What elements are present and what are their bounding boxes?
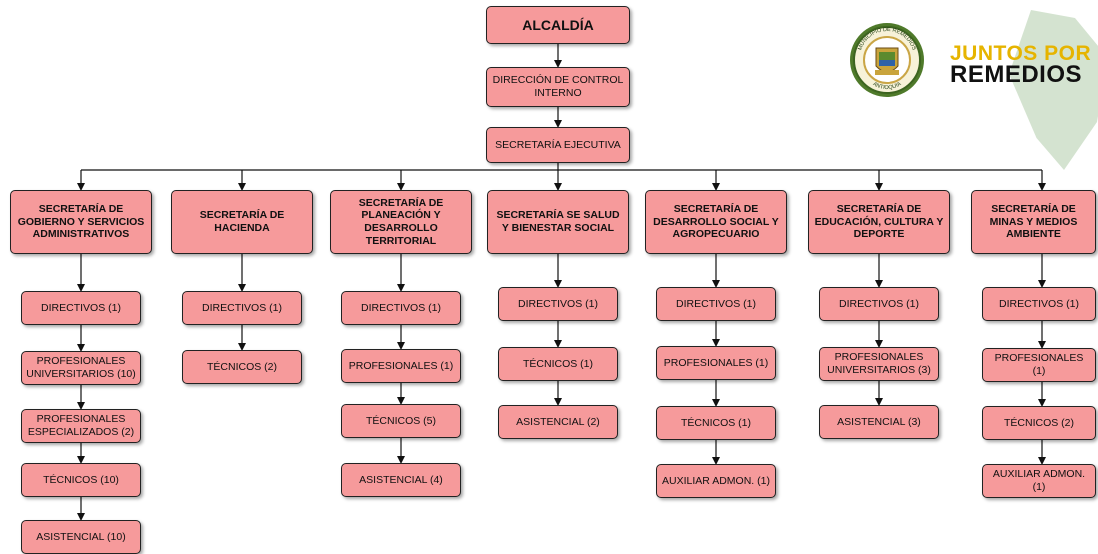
unit-box: PROFESIONALES (1) [341,349,461,383]
unit-box: AUXILIAR ADMON. (1) [982,464,1096,498]
unit-box: TÉCNICOS (10) [21,463,141,497]
seal-bottom-text: ANTIOQUIA [872,81,903,91]
unit-box: DIRECTIVOS (1) [819,287,939,321]
unit-box: TÉCNICOS (2) [182,350,302,384]
unit-box: DIRECTIVOS (1) [656,287,776,321]
unit-box: PROFESIONALES ESPECIALIZADOS (2) [21,409,141,443]
unit-box: DIRECTIVOS (1) [341,291,461,325]
municipal-seal-icon: MUNICIPIO DE REMEDIOS ANTIOQUIA [850,23,924,97]
secretaria-ejecutiva-box: SECRETARÍA EJECUTIVA [486,127,630,163]
svg-text:ANTIOQUIA: ANTIOQUIA [872,81,903,91]
unit-box: DIRECTIVOS (1) [982,287,1096,321]
unit-box: DIRECTIVOS (1) [21,291,141,325]
unit-box: DIRECTIVOS (1) [182,291,302,325]
secretaria-box: SECRETARÍA DE GOBIERNO Y SERVICIOS ADMIN… [10,190,152,254]
unit-box: DIRECTIVOS (1) [498,287,618,321]
unit-box: AUXILIAR ADMON. (1) [656,464,776,498]
secretaria-box: SECRETARÍA DE DESARROLLO SOCIAL Y AGROPE… [645,190,787,254]
unit-box: TÉCNICOS (5) [341,404,461,438]
unit-box: PROFESIONALES (1) [656,346,776,380]
unit-box: ASISTENCIAL (4) [341,463,461,497]
unit-box: PROFESIONALES UNIVERSITARIOS (3) [819,347,939,381]
brand-line-1: JUNTOS POR [950,42,1092,65]
unit-box: PROFESIONALES (1) [982,348,1096,382]
unit-box: TÉCNICOS (2) [982,406,1096,440]
unit-box: TÉCNICOS (1) [498,347,618,381]
control-interno-box: DIRECCIÓN DE CONTROL INTERNO [486,67,630,107]
unit-box: ASISTENCIAL (2) [498,405,618,439]
secretaria-box: SECRETARÍA DE HACIENDA [171,190,313,254]
logos: MUNICIPIO DE REMEDIOS ANTIOQUIA JUNTOS P… [848,10,1098,170]
alcaldia-box: ALCALDÍA [486,6,630,44]
unit-box: ASISTENCIAL (3) [819,405,939,439]
unit-box: PROFESIONALES UNIVERSITARIOS (10) [21,351,141,385]
secretaria-box: SECRETARÍA DE EDUCACIÓN, CULTURA Y DEPOR… [808,190,950,254]
brand-logo: JUNTOS POR REMEDIOS [950,42,1092,88]
secretaria-box: SECRETARÍA DE MINAS Y MEDIOS AMBIENTE [971,190,1096,254]
unit-box: ASISTENCIAL (10) [21,520,141,554]
unit-box: TÉCNICOS (1) [656,406,776,440]
secretaria-box: SECRETARÍA DE PLANEACIÓN Y DESARROLLO TE… [330,190,472,254]
secretaria-box: SECRETARÍA SE SALUD Y BIENESTAR SOCIAL [487,190,629,254]
brand-line-2: REMEDIOS [950,60,1083,88]
